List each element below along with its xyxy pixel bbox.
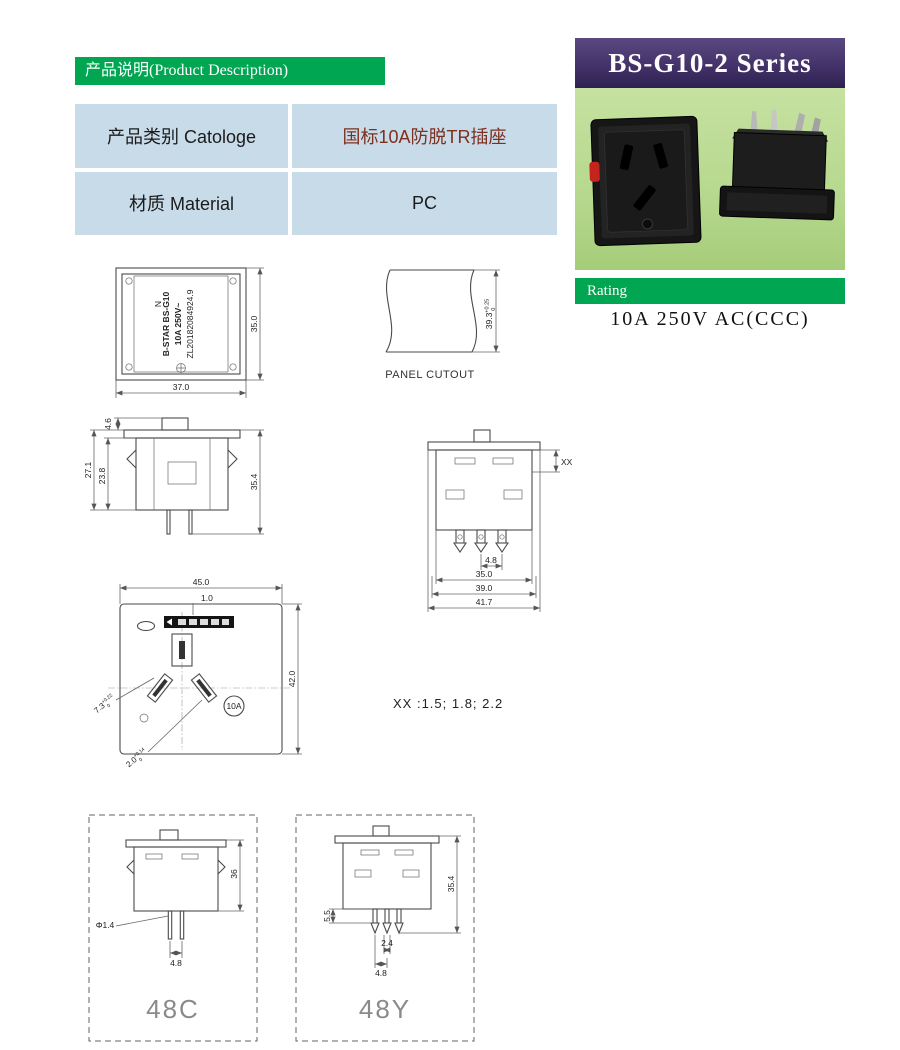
- rating-header: Rating: [575, 278, 845, 304]
- dim-body-width: 35.0: [476, 569, 493, 579]
- product-photo-panel: [575, 88, 845, 270]
- panel-thickness-note: XX :1.5; 1.8; 2.2: [393, 696, 504, 711]
- face-rating-mark: 10A: [226, 701, 241, 711]
- front-label-neutral: N: [153, 301, 163, 307]
- panel-cutout-caption: PANEL CUTOUT: [385, 369, 475, 381]
- series-banner: BS-G10-2 Series: [575, 38, 845, 88]
- page-title: 产品说明(Product Description): [85, 62, 289, 79]
- variant-48y-label: 48Y: [359, 994, 411, 1024]
- dim-side-total: 35.4: [249, 473, 259, 490]
- dim-flange-width: 41.7: [476, 597, 493, 607]
- front-label-patent: ZL20182084924.9: [185, 289, 195, 358]
- neutral-slot: [190, 673, 218, 703]
- ground-slot: [179, 641, 185, 659]
- drawing-variant-48y: 5.5 35.4 2.4 4.8 48Y: [295, 814, 475, 1042]
- drawing-panel-cutout: 39.3+0.250 PANEL CUTOUT: [385, 269, 500, 381]
- spec-category-label: 产品类别 Catologe: [75, 104, 288, 168]
- dim-side-bump: 4.6: [103, 418, 113, 430]
- dim-face-height: 42.0: [287, 670, 297, 687]
- dim-face-width: 45.0: [193, 577, 210, 587]
- dim-slot-l: 7.3+0.220: [92, 692, 118, 717]
- spec-category-value: 国标10A防脱TR插座: [292, 104, 557, 168]
- dim-label-offset: 1.0: [201, 593, 213, 603]
- spec-material-value: PC: [292, 171, 557, 235]
- dim-cutout-height: 39.3+0.250: [484, 299, 497, 329]
- dim-48c-pin-dia: Φ1.4: [96, 920, 115, 930]
- live-slot: [146, 673, 174, 703]
- rating-label: Rating: [587, 283, 627, 299]
- dim-hole-width: 39.0: [476, 583, 493, 593]
- rating-value: 10A 250V AC(CCC): [610, 308, 810, 330]
- dim-panel-thickness: XX: [561, 457, 573, 467]
- drawing-variant-48c: 36 Φ1.4 4.8 48C: [88, 814, 258, 1042]
- terminal-pins: [452, 529, 510, 553]
- spec-table: 产品类别 Catologe 国标10A防脱TR插座 材质 Material PC: [75, 104, 557, 235]
- variant-48c-label: 48C: [146, 994, 200, 1024]
- 48y-pins: [370, 908, 404, 935]
- dim-48c-height: 36: [229, 869, 239, 879]
- dim-48y-pin-length: 5.5: [322, 910, 332, 922]
- dim-side-body-b: 23.8: [97, 467, 107, 484]
- drawing-mount-view: XX 4.8 35.0 39.0 41.7: [427, 429, 573, 612]
- dim-48y-height: 35.4: [446, 875, 456, 892]
- front-label-rating: 10A 250V~: [173, 303, 183, 345]
- dim-pin-pitch: 4.8: [485, 555, 497, 565]
- drawing-side-view: 4.6 27.1 23.8 35.4: [83, 417, 264, 535]
- front-label-brand: B-STAR BS-G10: [161, 291, 171, 356]
- product-photo-front: [589, 115, 702, 247]
- dim-side-body-a: 27.1: [83, 461, 93, 478]
- drawing-face-view: 10A 45.0 1.0 42.0 7.3+0.220 2.0+0.140: [92, 577, 302, 771]
- warning-strip: [164, 616, 234, 628]
- dim-front-width: 37.0: [173, 382, 190, 392]
- drawing-front-view: B-STAR BS-G10 10A 250V~ ZL20182084924.9 …: [115, 267, 264, 398]
- dim-48y-pitch-a: 2.4: [381, 938, 393, 948]
- product-description-header: 产品说明(Product Description): [75, 57, 385, 85]
- release-button: [589, 161, 600, 182]
- dim-front-height: 35.0: [249, 315, 259, 332]
- dim-48y-pitch-b: 4.8: [375, 968, 387, 978]
- dim-48c-pin-pitch: 4.8: [170, 958, 182, 968]
- product-photo-rear: [719, 109, 835, 221]
- spec-material-label: 材质 Material: [75, 171, 288, 235]
- dim-slot-n: 2.0+0.140: [124, 746, 150, 771]
- series-title: BS-G10-2 Series: [608, 47, 812, 78]
